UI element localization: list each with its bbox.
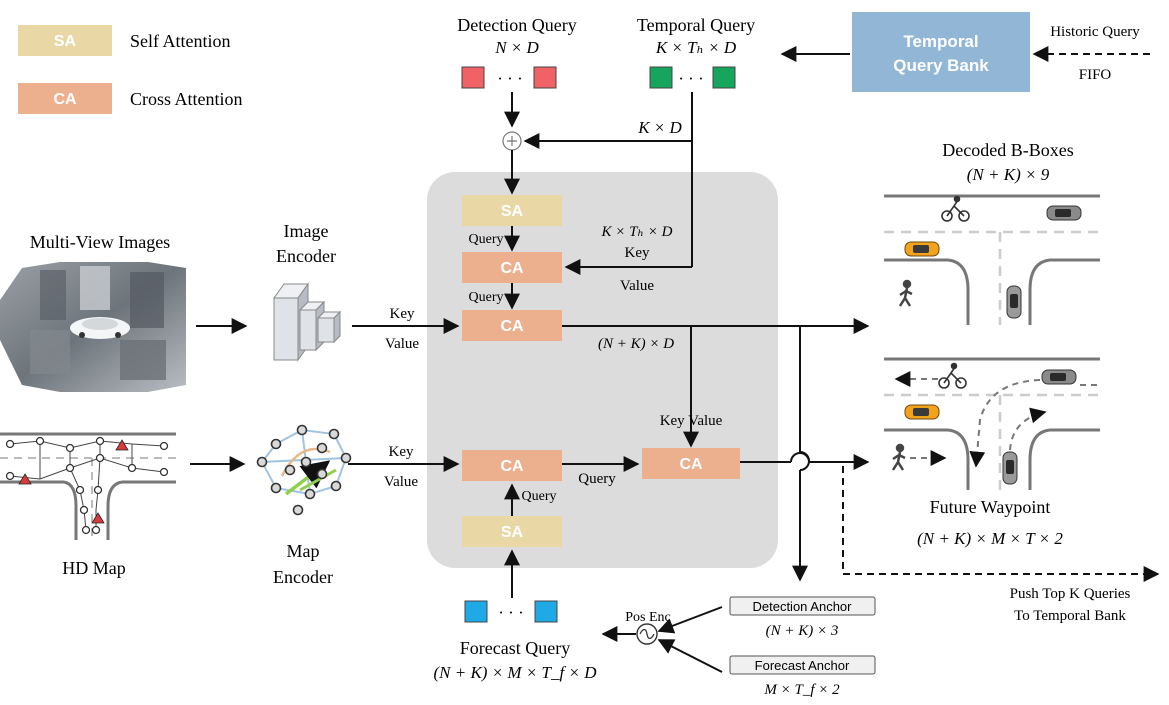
image-encoder-title-line1: Image — [284, 221, 329, 241]
legend-sa-swatch — [18, 25, 112, 56]
temporal-query-token — [712, 66, 736, 89]
kd-label: K × D — [637, 118, 682, 137]
forecast-query-token — [464, 600, 488, 623]
image-encoder-icon — [273, 282, 342, 362]
waypoint-output-title: Future Waypoint — [930, 497, 1051, 517]
query-bank-title-line2: Query Bank — [893, 56, 989, 75]
forecast-query-token — [534, 600, 558, 623]
detection-query-ellipsis: · · · — [497, 69, 522, 88]
detection-ca1-label: CA — [500, 260, 524, 277]
forecast-sa-label: SA — [501, 524, 524, 541]
pedestrian-icon — [891, 443, 906, 471]
waypoint-output-dim: (N + K) × M × T × 2 — [917, 529, 1063, 548]
detection-anchor-box — [729, 596, 876, 616]
multi-view-images-illustration — [0, 262, 186, 392]
map-key-label: Key — [389, 444, 414, 460]
legend: SA Self Attention CA Cross Attention — [18, 25, 243, 114]
detection-ca2-label: CA — [500, 318, 524, 335]
forecast-query-ellipsis: · · · — [498, 603, 523, 622]
motion-ca-label: CA — [679, 456, 703, 473]
temporal-query-bank — [852, 12, 1030, 92]
key-value-label: Key Value — [660, 413, 723, 429]
temporal-query-ellipsis: · · · — [678, 69, 703, 88]
image-value-label: Value — [385, 336, 419, 352]
detection-query-token — [533, 66, 557, 89]
motion-ca-box — [642, 448, 740, 479]
map-value-label: Value — [384, 474, 418, 490]
detection-sa-label: SA — [501, 203, 524, 220]
query-bank-title-line1: Temporal — [903, 32, 978, 51]
bbox-output-title: Decoded B-Boxes — [942, 140, 1073, 160]
query-label-3: Query — [522, 489, 557, 504]
det-anchor-to-posenc-arrow — [657, 606, 723, 634]
detection-anchor-title: Detection Anchor — [752, 599, 852, 614]
cyclist-icon — [938, 362, 967, 389]
detection-ca1-box — [462, 252, 562, 283]
sine-icon — [639, 628, 655, 640]
map-encoder-title-line2: Encoder — [273, 567, 333, 587]
detection-ca2-box — [462, 310, 562, 341]
legend-ca-swatch — [18, 83, 112, 114]
detection-query-token — [461, 66, 485, 89]
push-to-bank-arrow — [842, 466, 1160, 582]
waypoint-scene-illustration — [884, 357, 1100, 490]
hd-map-title: HD Map — [62, 558, 126, 578]
plus-icon — [507, 136, 517, 146]
temporal-value-label: Value — [620, 278, 654, 294]
nk-d-label: (N + K) × D — [598, 336, 674, 352]
pedestrian-icon — [898, 279, 913, 307]
fc-anchor-to-posenc-arrow — [657, 639, 723, 673]
cyclist-icon — [941, 195, 970, 222]
forecast-anchor-title: Forecast Anchor — [755, 658, 850, 673]
detection-query-title: Detection Query — [457, 15, 576, 35]
legend-ca-label: Cross Attention — [130, 89, 243, 109]
detection-query-dim: N × D — [494, 38, 539, 57]
temporal-query-title: Temporal Query — [637, 15, 755, 35]
query-label-forecast: Query — [578, 471, 616, 487]
historic-query-label: Historic Query — [1050, 24, 1140, 40]
forecast-anchor-dim: M × T_f × 2 — [763, 682, 840, 698]
hd-map-illustration — [0, 432, 176, 540]
temporal-query-token — [649, 66, 673, 89]
forecast-ca-box — [462, 450, 562, 481]
temporal-query-dim: K × Tₕ × D — [655, 38, 737, 57]
bbox-output-dim: (N + K) × 9 — [967, 165, 1050, 184]
legend-ca-tag: CA — [53, 91, 77, 108]
bbox-scene-illustration — [884, 194, 1100, 325]
multi-view-title: Multi-View Images — [30, 232, 170, 252]
temporal-key-dim: K × Tₕ × D — [601, 224, 673, 240]
image-key-label: Key — [390, 306, 415, 322]
query-label-1: Query — [469, 232, 504, 247]
push-label-line2: To Temporal Bank — [1014, 608, 1126, 624]
push-label-line1: Push Top K Queries — [1010, 586, 1131, 602]
forecast-sa-box — [462, 516, 562, 547]
query-label-2: Query — [469, 290, 504, 305]
map-encoder-icon — [256, 424, 352, 516]
pos-enc-label: Pos Enc — [625, 610, 671, 625]
forecast-anchor-box — [729, 655, 876, 675]
legend-sa-label: Self Attention — [130, 31, 231, 51]
legend-sa-tag: SA — [54, 33, 77, 50]
detection-anchor-dim: (N + K) × 3 — [766, 623, 839, 639]
map-encoder-title-line1: Map — [287, 541, 320, 561]
forecast-ca-label: CA — [500, 458, 524, 475]
fifo-label: FIFO — [1079, 67, 1112, 83]
image-encoder-title-line2: Encoder — [276, 246, 336, 266]
forecast-query-dim: (N + K) × M × T_f × D — [433, 663, 597, 682]
forecast-query-title: Forecast Query — [460, 638, 570, 658]
detection-sa-box — [462, 195, 562, 226]
temporal-key-label: Key — [625, 245, 650, 261]
waypoint-hop — [790, 452, 810, 463]
